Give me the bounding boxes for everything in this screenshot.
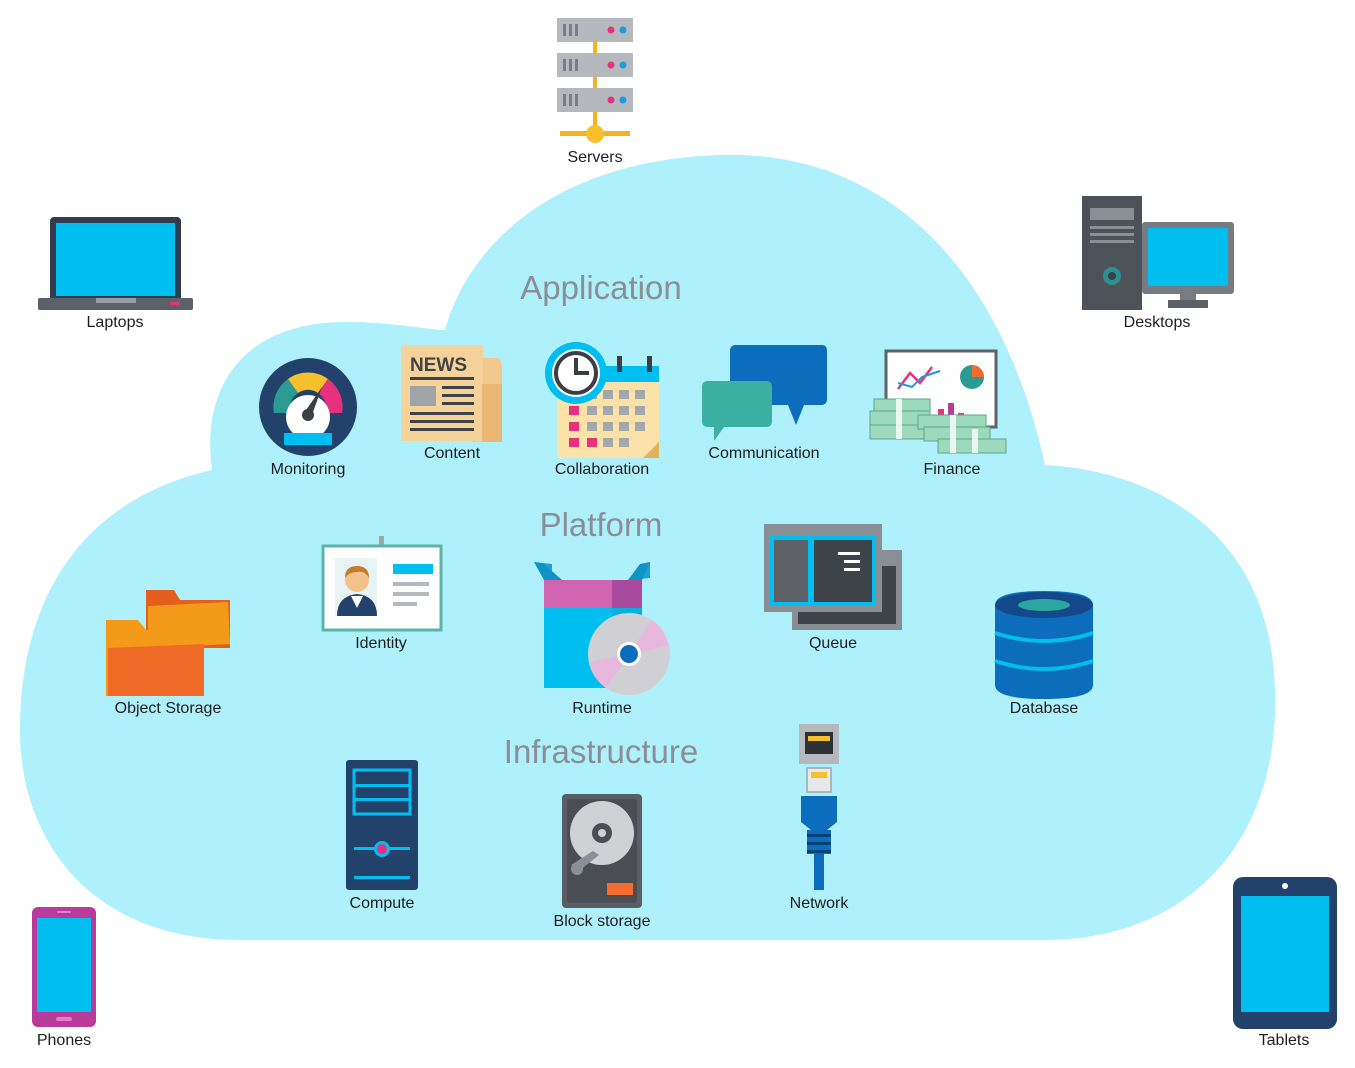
queue-label: Queue: [808, 635, 858, 652]
section-title-platform: Platform: [539, 506, 663, 543]
communication-label: Communication: [708, 445, 820, 462]
monitoring-label: Monitoring: [270, 461, 346, 478]
section-title-application: Application: [520, 269, 682, 306]
tablet-icon: [1233, 877, 1337, 1029]
runtime-label: Runtime: [572, 700, 632, 717]
database-label: Database: [1009, 700, 1079, 717]
network-ethernet-icon: [799, 724, 839, 890]
desktop-icon: [1082, 196, 1234, 310]
content-label: Content: [423, 445, 481, 462]
block-storage-label: Block storage: [553, 913, 651, 930]
news-glyph: NEWS: [410, 355, 467, 376]
network-label: Network: [789, 895, 849, 912]
compute-tower-icon: [346, 760, 418, 890]
database-icon: [994, 591, 1094, 699]
phone-icon: [32, 907, 96, 1027]
runtime-box-disc-icon: [534, 562, 670, 695]
collaboration-label: Collaboration: [554, 461, 650, 478]
collaboration-calendar-icon: [545, 342, 659, 458]
finance-label: Finance: [923, 461, 981, 478]
tablets-label: Tablets: [1258, 1032, 1310, 1049]
laptops-label: Laptops: [86, 314, 144, 331]
object-storage-folders-icon: [106, 590, 230, 696]
object-storage-label: Object Storage: [114, 700, 222, 717]
servers-icon: [557, 18, 633, 143]
identity-label: Identity: [355, 635, 407, 652]
monitoring-gauge-icon: [259, 358, 357, 456]
block-storage-hdd-icon: [562, 794, 642, 908]
queue-windows-icon: [764, 524, 902, 630]
phones-label: Phones: [36, 1032, 92, 1049]
desktops-label: Desktops: [1123, 314, 1191, 331]
identity-badge-icon: [321, 536, 443, 632]
laptop-icon: [38, 217, 193, 310]
section-title-infrastructure: Infrastructure: [503, 733, 699, 770]
newspaper-icon: NEWS: [401, 345, 502, 442]
servers-label: Servers: [567, 149, 623, 166]
compute-label: Compute: [349, 895, 415, 912]
finance-chart-money-icon: [869, 349, 1007, 454]
communication-chat-icon: [702, 345, 827, 441]
